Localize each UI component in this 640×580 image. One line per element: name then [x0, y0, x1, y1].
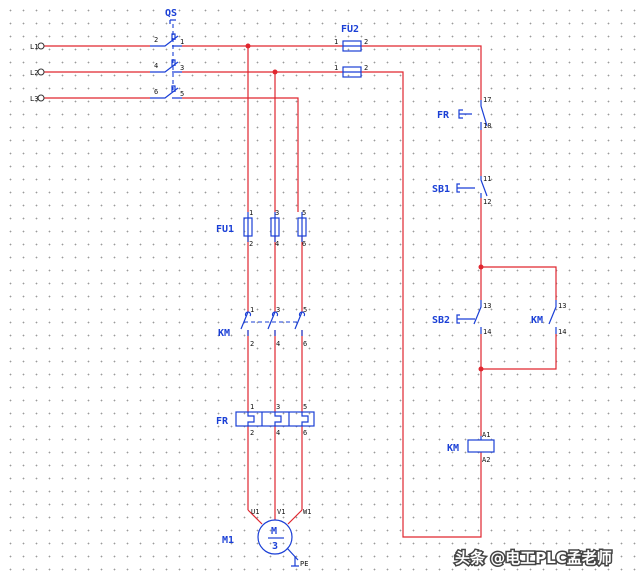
motor-3-text: 3	[272, 541, 278, 552]
fr-ctrl-pin: 18	[483, 122, 491, 130]
coil-pin: A1	[482, 431, 490, 439]
motor-m1: M 3 M1 U1 V1 W1 PE	[222, 508, 311, 568]
power-wiring	[44, 43, 557, 538]
km-coil-label: KM	[447, 443, 459, 454]
fu1-fuses: FU1 1 3 5 2 4 6	[216, 209, 307, 248]
coil-pin: A2	[482, 456, 490, 464]
qs-pin: 2	[154, 36, 158, 44]
fu1-pin: 4	[275, 240, 279, 248]
qs-isolator-switch: QS 2 1 4 3 6 5	[150, 8, 184, 99]
fr-thermal-relay: FR 1 3 5 2 4 6	[216, 403, 315, 437]
motor-pin: U1	[251, 508, 259, 516]
watermark: 头条 @电工PLC孟老师	[455, 549, 612, 567]
km-pin: 2	[250, 340, 254, 348]
terminal-l3	[37, 94, 45, 102]
sb1-stop-button: SB1 11 12	[432, 175, 491, 206]
km-aux-label: KM	[531, 315, 543, 326]
qs-label: QS	[165, 8, 177, 19]
qs-pin: 4	[154, 62, 158, 70]
fr-pin: 3	[276, 403, 280, 411]
sb2-label: SB2	[432, 315, 450, 326]
km-coil: KM A1 A2	[447, 431, 495, 464]
km-pin: 1	[250, 306, 254, 314]
fr-pin: 1	[250, 403, 254, 411]
sb2-pin: 13	[483, 302, 491, 310]
km-aux-contact: KM 13 14	[531, 300, 566, 336]
fu1-pin: 1	[249, 209, 253, 217]
motor-pin: V1	[277, 508, 285, 516]
junction-dot	[478, 264, 484, 270]
motor-m-text: M	[271, 526, 277, 537]
line-label-l1: L1	[30, 43, 38, 51]
km-pin: 4	[276, 340, 280, 348]
qs-pin: 3	[180, 64, 184, 72]
fr-ctrl-pin: 17	[483, 96, 491, 104]
fu1-pin: 5	[302, 209, 306, 217]
supply-terminals: L1 L2 L3	[30, 42, 45, 103]
km-pin: 5	[303, 306, 307, 314]
fr-pin: 6	[303, 429, 307, 437]
sb1-pin: 11	[483, 175, 491, 183]
motor-pin: W1	[303, 508, 311, 516]
fr-ctrl-label: FR	[437, 110, 450, 121]
km-aux-pin: 14	[558, 328, 566, 336]
pe-label: PE	[300, 560, 308, 568]
sb2-start-button: SB2 13 14	[432, 300, 491, 336]
sb1-pin: 12	[483, 198, 491, 206]
km-main-label: KM	[218, 328, 230, 339]
fu1-pin: 6	[302, 240, 306, 248]
fu1-pin: 3	[275, 209, 279, 217]
qs-pin: 1	[180, 38, 184, 46]
fu2-pin: 1	[334, 38, 338, 46]
junction-dot	[478, 366, 484, 372]
fu2-label: FU2	[341, 24, 359, 35]
km-aux-pin: 13	[558, 302, 566, 310]
sb1-label: SB1	[432, 184, 450, 195]
line-label-l2: L2	[30, 69, 38, 77]
fu2-pin: 2	[364, 38, 368, 46]
fr-pin: 2	[250, 429, 254, 437]
junction-dot	[245, 43, 251, 49]
line-label-l3: L3	[30, 95, 38, 103]
fr-pin: 4	[276, 429, 280, 437]
km-main-contacts: KM 1 3 5 2 4 6	[218, 306, 307, 348]
m1-label: M1	[222, 535, 234, 546]
fu2-pin: 1	[334, 64, 338, 72]
terminal-l1	[37, 42, 45, 50]
sb2-pin: 14	[483, 328, 491, 336]
qs-pin: 6	[154, 88, 158, 96]
km-pin: 6	[303, 340, 307, 348]
junction-dot	[272, 69, 278, 75]
terminal-l2	[37, 68, 45, 76]
fr-nc-contact: FR 17 18	[437, 96, 491, 130]
qs-pin: 5	[180, 90, 184, 98]
fr-pin: 5	[303, 403, 307, 411]
coil-symbol	[467, 439, 495, 453]
fu2-pin: 2	[364, 64, 368, 72]
fr-main-label: FR	[216, 416, 229, 427]
motor-symbol	[257, 519, 293, 555]
fu1-pin: 2	[249, 240, 253, 248]
km-pin: 3	[276, 306, 280, 314]
fu2-fuses: FU2 1 2 1 2	[334, 24, 368, 78]
fu1-label: FU1	[216, 224, 234, 235]
